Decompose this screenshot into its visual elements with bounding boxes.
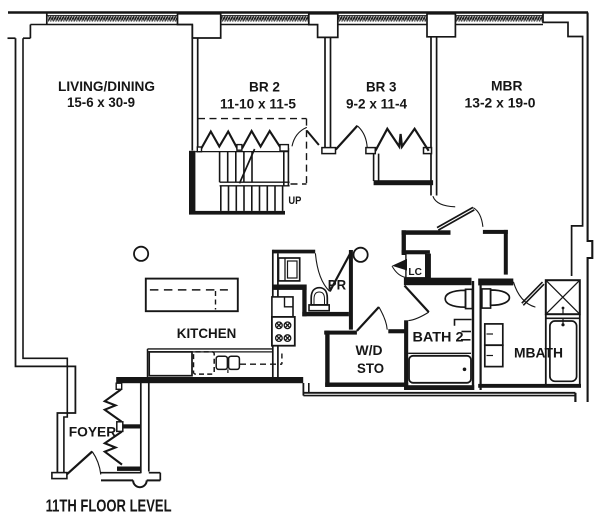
- svg-text:STO: STO: [357, 361, 384, 376]
- svg-text:9-2 x 11-4: 9-2 x 11-4: [346, 97, 407, 112]
- svg-text:BR 2: BR 2: [249, 80, 280, 95]
- svg-text:MBATH: MBATH: [514, 345, 563, 361]
- svg-text:11-10 x 11-5: 11-10 x 11-5: [220, 97, 296, 112]
- svg-text:LC: LC: [408, 267, 422, 278]
- svg-text:W/D: W/D: [356, 343, 383, 358]
- svg-text:15-6 x 30-9: 15-6 x 30-9: [67, 95, 135, 110]
- svg-text:BATH 2: BATH 2: [413, 329, 464, 345]
- svg-text:FOYER: FOYER: [69, 423, 117, 439]
- svg-text:UP: UP: [288, 195, 301, 207]
- svg-text:11TH FLOOR LEVEL: 11TH FLOOR LEVEL: [46, 496, 172, 516]
- svg-text:BR 3: BR 3: [366, 80, 397, 95]
- svg-text:PR: PR: [328, 277, 346, 293]
- svg-text:LIVING/DINING: LIVING/DINING: [58, 79, 155, 94]
- svg-text:MBR: MBR: [491, 79, 523, 94]
- svg-text:KITCHEN: KITCHEN: [177, 325, 237, 341]
- svg-text:13-2 x 19-0: 13-2 x 19-0: [465, 96, 536, 111]
